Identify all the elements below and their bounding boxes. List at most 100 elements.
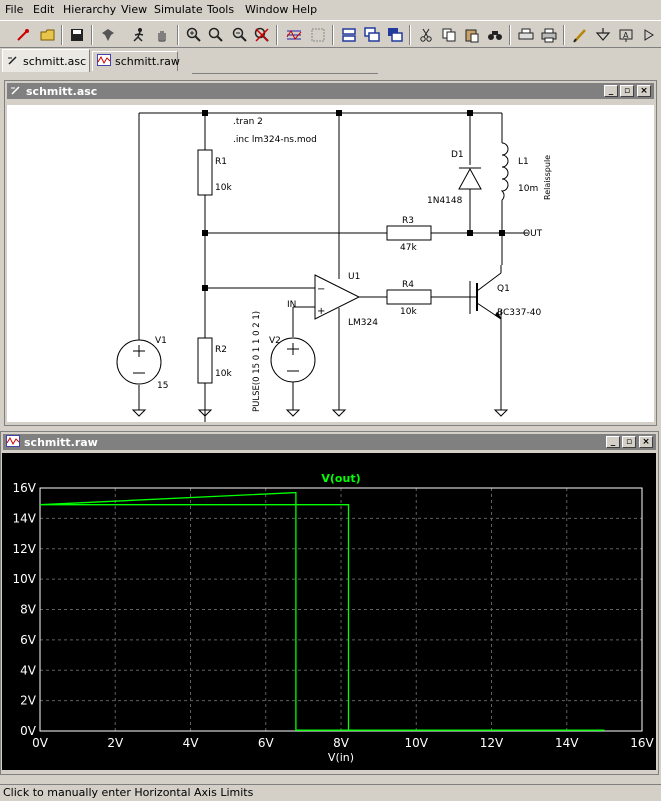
r1-value: 10k (215, 183, 232, 193)
ground-symbols (131, 409, 509, 417)
u1-name: U1 (348, 272, 360, 282)
d1-value: 1N4148 (427, 196, 463, 206)
r2-name: R2 (215, 345, 227, 355)
toolbar-separator (177, 25, 179, 45)
run-icon[interactable] (128, 24, 149, 45)
voltage-source-v2[interactable] (270, 337, 316, 383)
label-net-icon[interactable]: A (615, 24, 636, 45)
q1-value: BC337-40 (497, 308, 541, 318)
print-setup-icon[interactable] (515, 24, 536, 45)
schematic-icon (10, 84, 22, 99)
toolbar-separator (276, 25, 278, 45)
pan-icon[interactable] (151, 24, 172, 45)
schematic-icon (7, 54, 19, 69)
y-tick-label: 16V (13, 481, 37, 495)
menu-edit[interactable]: Edit (33, 3, 55, 16)
tab-label: schmitt.asc (23, 54, 87, 68)
trace-title[interactable]: V(out) (321, 472, 360, 485)
restore-button[interactable]: ▫ (620, 85, 634, 97)
opamp-u1[interactable] (314, 274, 361, 320)
minimize-button[interactable]: _ (606, 436, 620, 448)
zoom-area-icon[interactable] (205, 24, 226, 45)
window-title: schmitt.asc (26, 84, 98, 98)
control-panel-icon[interactable] (97, 24, 118, 45)
waveform-grid-icon[interactable] (307, 24, 328, 45)
x-tick-label: 4V (183, 736, 200, 750)
r4-name: R4 (402, 280, 414, 290)
directive-inc: .inc lm324-ns.mod (233, 135, 317, 145)
zoom-out-icon[interactable] (229, 24, 250, 45)
tab-schmitt-raw[interactable]: schmitt.raw (92, 51, 180, 71)
resistor-r1[interactable] (197, 149, 213, 196)
component-icon[interactable] (638, 24, 659, 45)
toolbar-separator (91, 25, 93, 45)
close-button[interactable]: × (639, 436, 653, 448)
resistor-r3[interactable] (386, 225, 432, 241)
voltage-source-v1[interactable] (116, 339, 162, 385)
menu-simulate[interactable]: Simulate (154, 3, 203, 16)
status-text: Click to manually enter Horizontal Axis … (3, 786, 254, 799)
ground-icon[interactable] (592, 24, 613, 45)
restore-button[interactable]: ▫ (622, 436, 636, 448)
menu-file[interactable]: File (5, 3, 24, 16)
resistor-r4[interactable] (386, 289, 432, 305)
q1-name: Q1 (497, 284, 510, 294)
close-button[interactable]: × (637, 85, 651, 97)
inductor-l1[interactable] (500, 142, 509, 201)
toolbar: A (0, 20, 661, 48)
x-axis-label[interactable]: V(in) (328, 751, 354, 764)
tab-schmitt-asc[interactable]: schmitt.asc (2, 49, 90, 72)
directive-tran: .tran 2 (233, 117, 263, 127)
r3-name: R3 (402, 216, 414, 226)
menu-view[interactable]: View (121, 3, 148, 16)
open-icon[interactable] (37, 24, 58, 45)
menu-help[interactable]: Help (292, 3, 318, 16)
l1-description: Relaisspule (543, 155, 552, 200)
copy-icon[interactable] (438, 24, 459, 45)
print-icon[interactable] (538, 24, 559, 45)
x-tick-label: 10V (405, 736, 429, 750)
tile-horizontal-icon[interactable] (338, 24, 359, 45)
menu-tools[interactable]: Tools (207, 3, 235, 16)
v1-value: 15 (157, 381, 168, 391)
l1-name: L1 (518, 157, 529, 167)
trace-vout (39, 491, 605, 731)
schematic-canvas[interactable]: .tran 2 .inc lm324-ns.mod R1 10k R2 10k … (7, 105, 654, 422)
x-tick-label: 8V (333, 736, 350, 750)
svg-text:A: A (623, 31, 629, 40)
r3-value: 47k (400, 243, 417, 253)
tab-label: schmitt.raw (115, 55, 180, 68)
minimize-button[interactable]: _ (604, 85, 618, 97)
toolbar-separator (563, 25, 565, 45)
document-tabs: schmitt.asc schmitt.raw (0, 48, 661, 74)
transistor-q1[interactable] (476, 265, 502, 320)
in-label: IN (287, 300, 296, 310)
diode-d1[interactable] (458, 167, 482, 190)
x-tick-label: 2V (107, 736, 124, 750)
toolbar-separator (509, 25, 511, 45)
wires (138, 112, 528, 422)
save-icon[interactable] (66, 24, 87, 45)
draw-wire-icon[interactable] (569, 24, 590, 45)
menu-hierarchy[interactable]: Hierarchy (63, 3, 117, 16)
menu-window[interactable]: Window (245, 3, 289, 16)
cut-icon[interactable] (415, 24, 436, 45)
find-icon[interactable] (484, 24, 505, 45)
zoom-in-icon[interactable] (183, 24, 204, 45)
y-tick-label: 6V (20, 633, 37, 647)
waveform-icon[interactable] (283, 24, 304, 45)
tile-icon[interactable] (384, 24, 405, 45)
r1-name: R1 (215, 157, 227, 167)
cascade-icon[interactable] (361, 24, 382, 45)
new-schematic-icon[interactable] (12, 24, 33, 45)
zoom-cancel-icon[interactable] (251, 24, 272, 45)
u1-value: LM324 (348, 318, 378, 328)
x-tick-label: 12V (480, 736, 504, 750)
y-tick-label: 4V (20, 663, 37, 677)
paste-icon[interactable] (461, 24, 482, 45)
resistor-r2[interactable] (197, 337, 213, 384)
y-tick-label: 12V (13, 542, 37, 556)
